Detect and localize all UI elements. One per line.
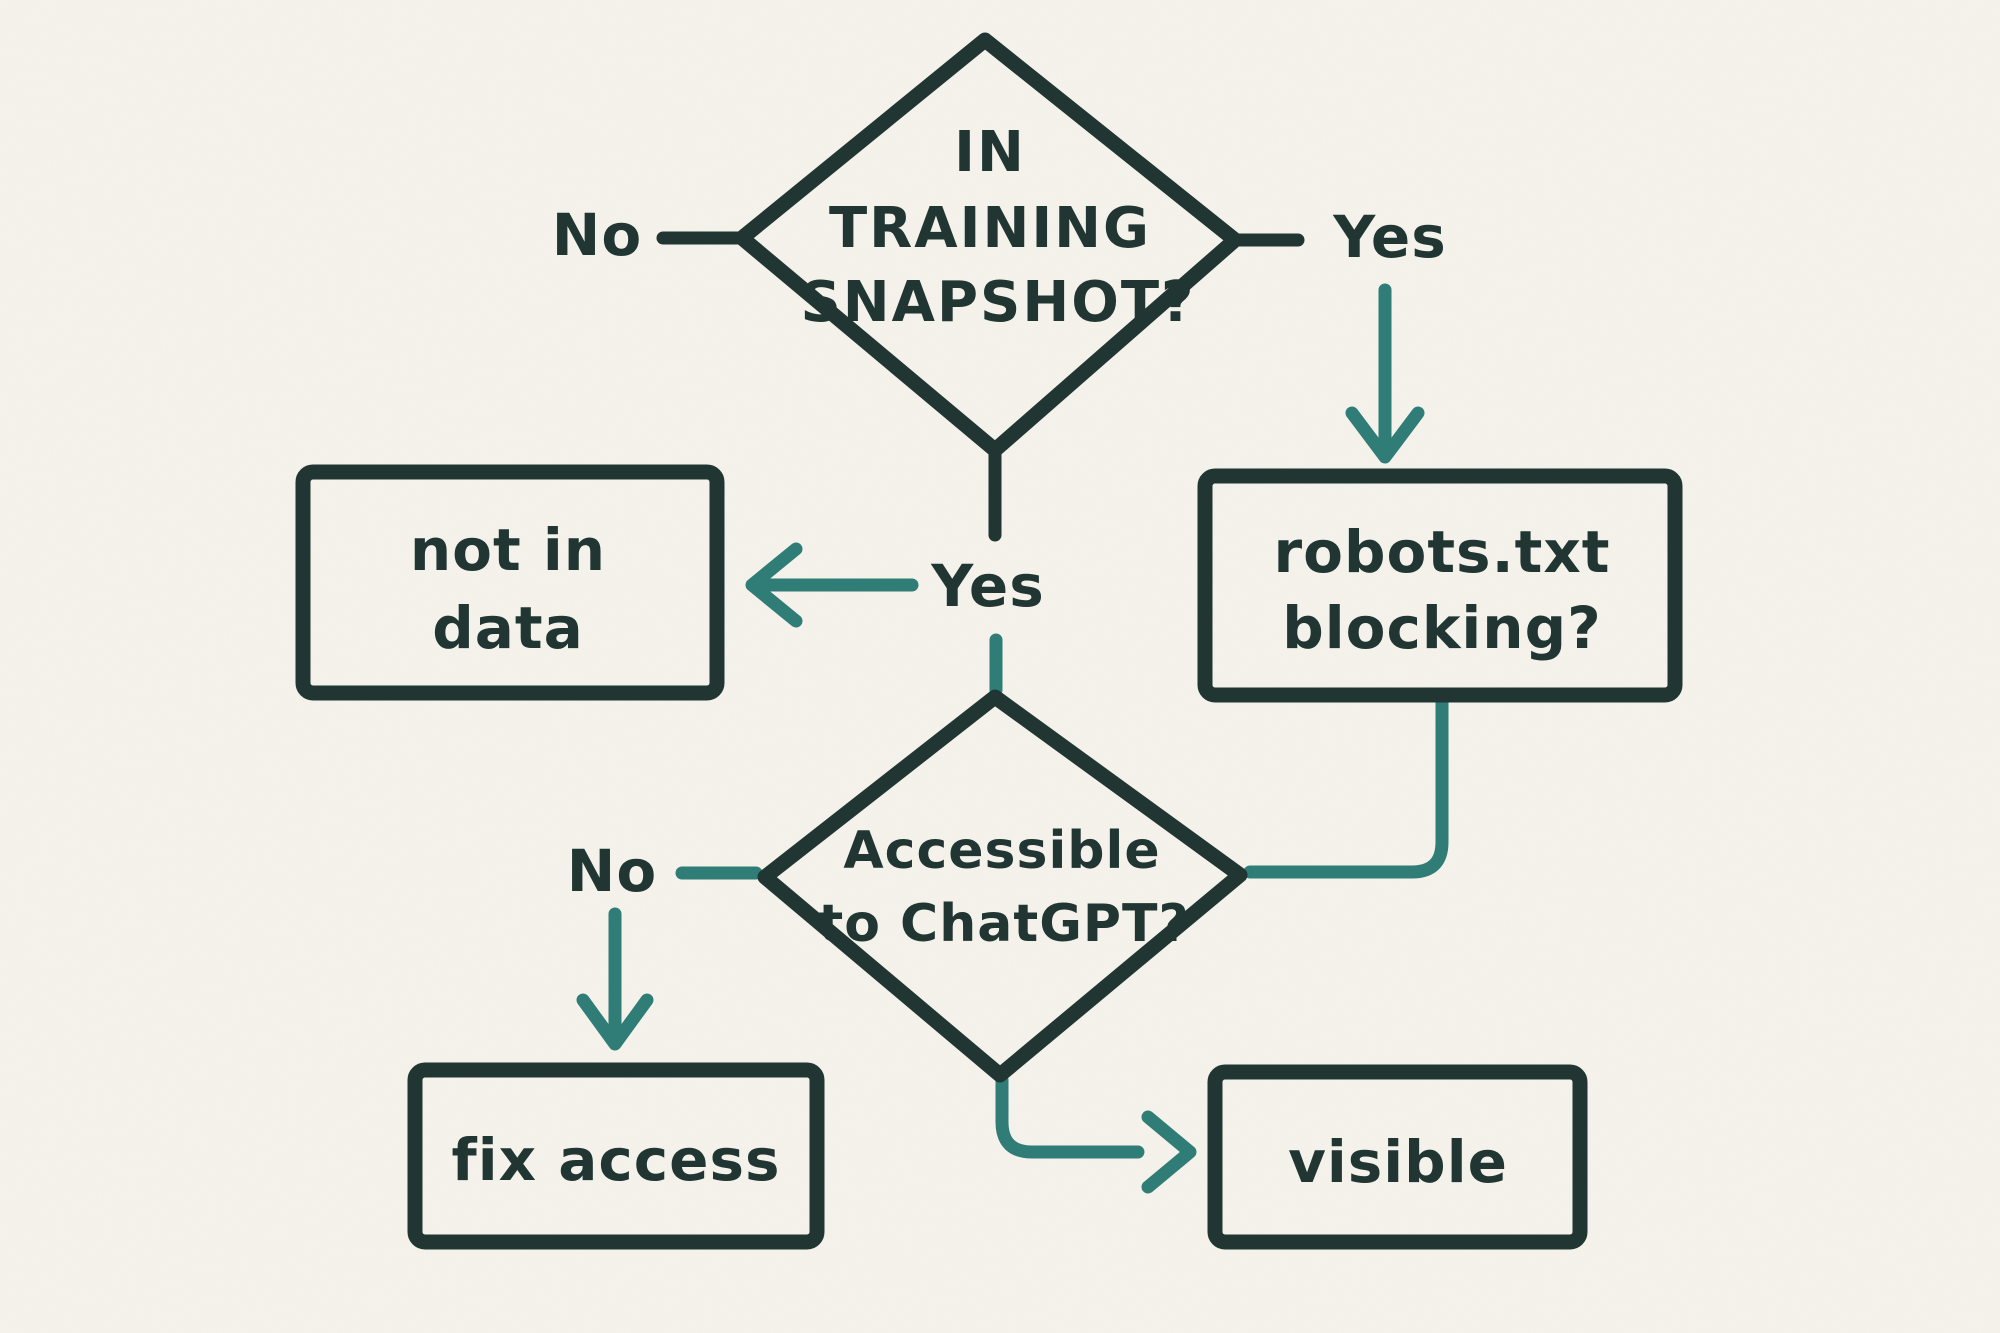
edge-label-no: No [552, 201, 642, 269]
decision-accessible-to-chatgpt: Accessible to ChatGPT? [757, 689, 1248, 1083]
edge-label-no-accessible: No [567, 837, 657, 905]
box-visible: visible [1207, 1064, 1588, 1250]
arrow-left-icon [745, 542, 803, 628]
decision-in-training-snapshot: IN TRAINING SNAPSHOT? [734, 32, 1243, 458]
decision-text-line2: to ChatGPT? [818, 894, 1189, 954]
box-outline [407, 1062, 825, 1250]
arrow-down-icon [1345, 406, 1425, 464]
decision-text-line1: Accessible [843, 821, 1160, 881]
decision-text-line3: SNAPSHOT? [800, 270, 1195, 335]
box-text: visible [1288, 1128, 1508, 1196]
decision-diamond-outline [757, 689, 1248, 1083]
edge-label-yes-center: Yes [930, 552, 1045, 620]
arrow-right-icon [1141, 1110, 1197, 1194]
box-robots-txt-blocking: robots.txt blocking? [1197, 468, 1683, 703]
decision-text-line2: TRAINING [829, 196, 1151, 261]
decision-diamond-outline [734, 32, 1243, 458]
box-outline [1197, 468, 1683, 703]
box-text-line2: blocking? [1282, 594, 1602, 662]
box-outline [295, 464, 725, 701]
box-text-line1: not in [410, 516, 606, 584]
edge-label-yes: Yes [1332, 203, 1447, 271]
arrow-down-icon [576, 993, 654, 1051]
box-text-line2: data [432, 594, 584, 662]
box-fix-access: fix access [407, 1062, 825, 1250]
edge-robots-to-accessible-line [1243, 693, 1449, 879]
box-text: fix access [452, 1126, 781, 1194]
edge-accessible-to-visible-line [995, 1073, 1145, 1159]
box-outline [1207, 1064, 1588, 1250]
decision-text-line1: IN [954, 120, 1026, 185]
box-not-in-data: not in data [295, 464, 725, 701]
box-text-line1: robots.txt [1274, 518, 1611, 586]
